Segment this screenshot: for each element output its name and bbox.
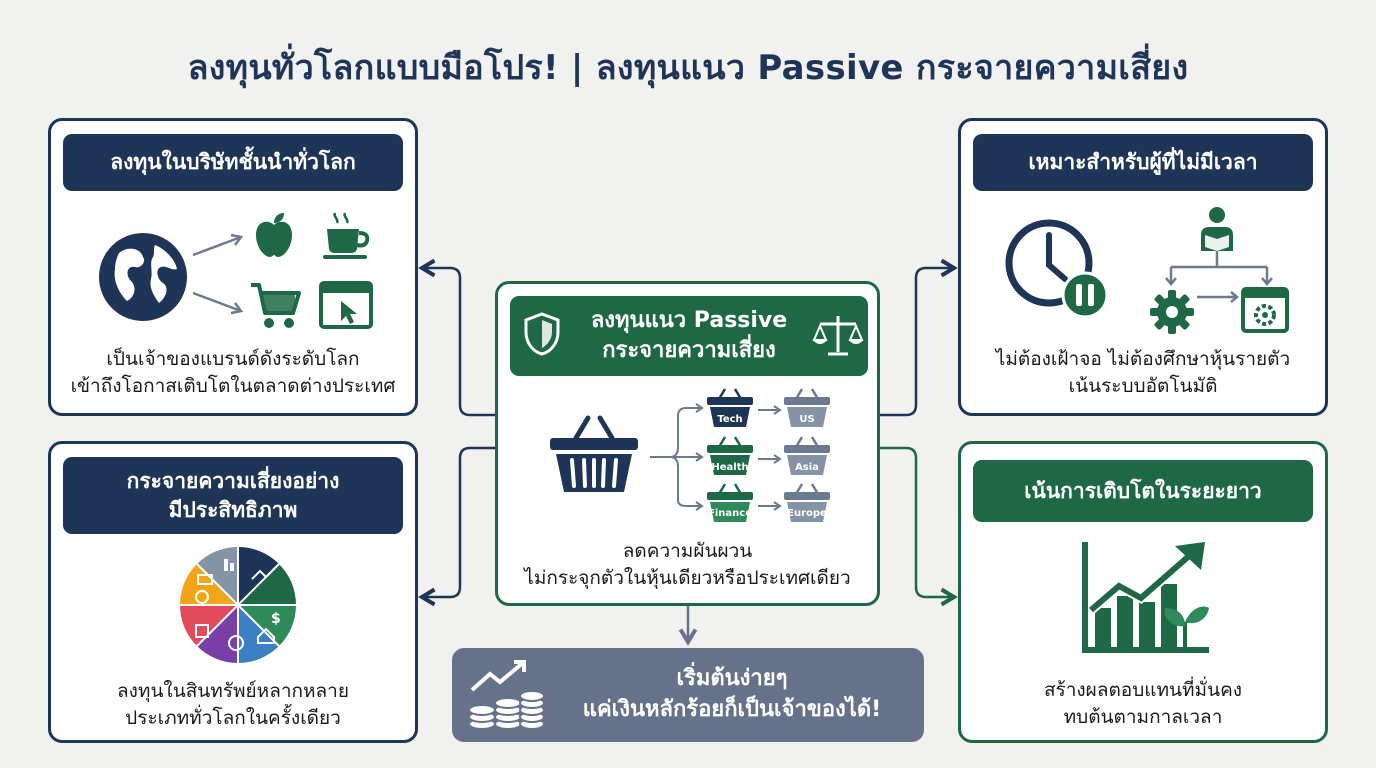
gear-icon xyxy=(1150,290,1194,334)
connector-bottom-right xyxy=(880,446,958,607)
shopping-cart-icon xyxy=(251,283,301,328)
basket-label-europe: Europe xyxy=(787,508,827,519)
caption-line: ลงทุนในสินทรัพย์หลากหลาย xyxy=(117,680,349,702)
arrow-down-icon xyxy=(192,291,244,315)
header-line: มีประสิทธิภาพ xyxy=(168,497,298,522)
card-passive-center: ลงทุนแนว Passive กระจายความเสี่ยง xyxy=(495,281,880,606)
growth-chart-icon xyxy=(1082,542,1209,653)
basket-label-asia: Asia xyxy=(795,462,819,473)
workflow-branches xyxy=(1165,251,1273,303)
caption-line: ไม่กระจุกตัวในหุ้นเดียวหรือประเทศเดียว xyxy=(524,566,851,589)
caption-line: ไม่ต้องเฝ้าจอ ไม่ต้องศึกษาหุ้นรายตัว xyxy=(995,348,1291,370)
cta-text: เริ่มต้นง่ายๆ แค่เงินหลักร้อยก็เป็นเจ้าข… xyxy=(544,648,920,742)
card-diversify: กระจายความเสี่ยงอย่าง มีประสิทธิภาพ $ ลง… xyxy=(48,441,418,743)
card-header: ลงทุนแนว Passive กระจายความเสี่ยง xyxy=(510,296,868,376)
clock-icon xyxy=(1005,219,1093,307)
card-caption: เป็นเจ้าของแบรนด์ดังระดับโลก เข้าถึงโอกา… xyxy=(51,346,415,400)
sector-baskets xyxy=(707,388,753,522)
plant-icon xyxy=(1164,606,1209,650)
card-header: เน้นการเติบโตในระยะยาว xyxy=(973,460,1313,522)
scales-icon xyxy=(812,316,864,356)
basket-label-health: Health xyxy=(711,462,749,473)
cta-banner: เริ่มต้นง่ายๆ แค่เงินหลักร้อยก็เป็นเจ้าข… xyxy=(452,648,924,742)
header-line: ลงทุนแนว Passive xyxy=(590,308,788,334)
caption-line: ทบต้นตามกาลเวลา xyxy=(1063,705,1223,728)
page-title: ลงทุนทั่วโลกแบบมือโปร! | ลงทุนแนว Passiv… xyxy=(187,48,1189,88)
globe-icon xyxy=(99,233,187,321)
header-line: กระจายความเสี่ยง xyxy=(602,338,776,363)
svg-text:$: $ xyxy=(271,611,281,627)
caption-line: เป็นเจ้าของแบรนด์ดังระดับโลก xyxy=(106,348,360,370)
card-header: ลงทุนในบริษัทชั้นนำทั่วโลก xyxy=(63,134,403,191)
apple-icon xyxy=(256,213,292,257)
header-line: กระจายความเสี่ยงอย่าง xyxy=(126,469,340,494)
card-caption: ลดความผันผวน ไม่กระจุกตัวในหุ้นเดียวหรือ… xyxy=(498,538,877,592)
card-header: กระจายความเสี่ยงอย่าง มีประสิทธิภาพ xyxy=(63,457,403,534)
card-no-time: เหมาะสำหรับผู้ที่ไม่มีเวลา ไม xyxy=(958,118,1328,416)
connector-top-left xyxy=(418,258,495,417)
card-caption: ลงทุนในสินทรัพย์หลากหลาย ประเภททั่วโลกใน… xyxy=(51,678,415,732)
basket-label-us: US xyxy=(799,414,815,425)
connector-top-right xyxy=(880,258,958,417)
card-caption: สร้างผลตอบแทนที่มั่นคง ทบต้นตามกาลเวลา xyxy=(961,677,1325,731)
reader-icon xyxy=(1201,207,1233,251)
settings-window-icon xyxy=(1241,287,1289,333)
card-long-term: เน้นการเติบโตในระยะยาว สร้างผลตอบแทนที่ม… xyxy=(958,441,1328,743)
basket-branches xyxy=(650,403,782,511)
card-global-companies: ลงทุนในบริษัทชั้นนำทั่วโลก เป็นเจ้าของแบ… xyxy=(48,118,418,416)
coins-icon xyxy=(468,660,545,730)
caption-line: ประเภททั่วโลกในครั้งเดียว xyxy=(125,706,341,729)
cta-line: เริ่มต้นง่ายๆ xyxy=(676,666,788,692)
card-caption: ไม่ต้องเฝ้าจอ ไม่ต้องศึกษาหุ้นรายตัว เน้… xyxy=(961,346,1325,400)
connector-bottom-left xyxy=(418,446,495,607)
basket-label-finance: Finance xyxy=(708,508,752,519)
cta-line: แค่เงินหลักร้อยก็เป็นเจ้าของได้! xyxy=(582,697,882,722)
pie-chart-icon: $ xyxy=(180,547,296,663)
arrow-up-icon xyxy=(192,233,244,257)
region-baskets xyxy=(784,388,830,522)
shield-icon xyxy=(524,312,560,356)
caption-line: สร้างผลตอบแทนที่มั่นคง xyxy=(1043,679,1243,701)
pause-icon xyxy=(1061,271,1109,319)
basket-icon xyxy=(550,415,638,492)
caption-line: เข้าถึงโอกาสเติบโตในตลาดต่างประเทศ xyxy=(70,374,396,397)
card-header: เหมาะสำหรับผู้ที่ไม่มีเวลา xyxy=(973,134,1313,191)
caption-line: เน้นระบบอัตโนมัติ xyxy=(1068,374,1218,397)
caption-line: ลดความผันผวน xyxy=(622,540,753,562)
coffee-cup-icon xyxy=(323,212,370,259)
basket-label-tech: Tech xyxy=(717,414,743,425)
browser-window-icon xyxy=(319,281,373,329)
